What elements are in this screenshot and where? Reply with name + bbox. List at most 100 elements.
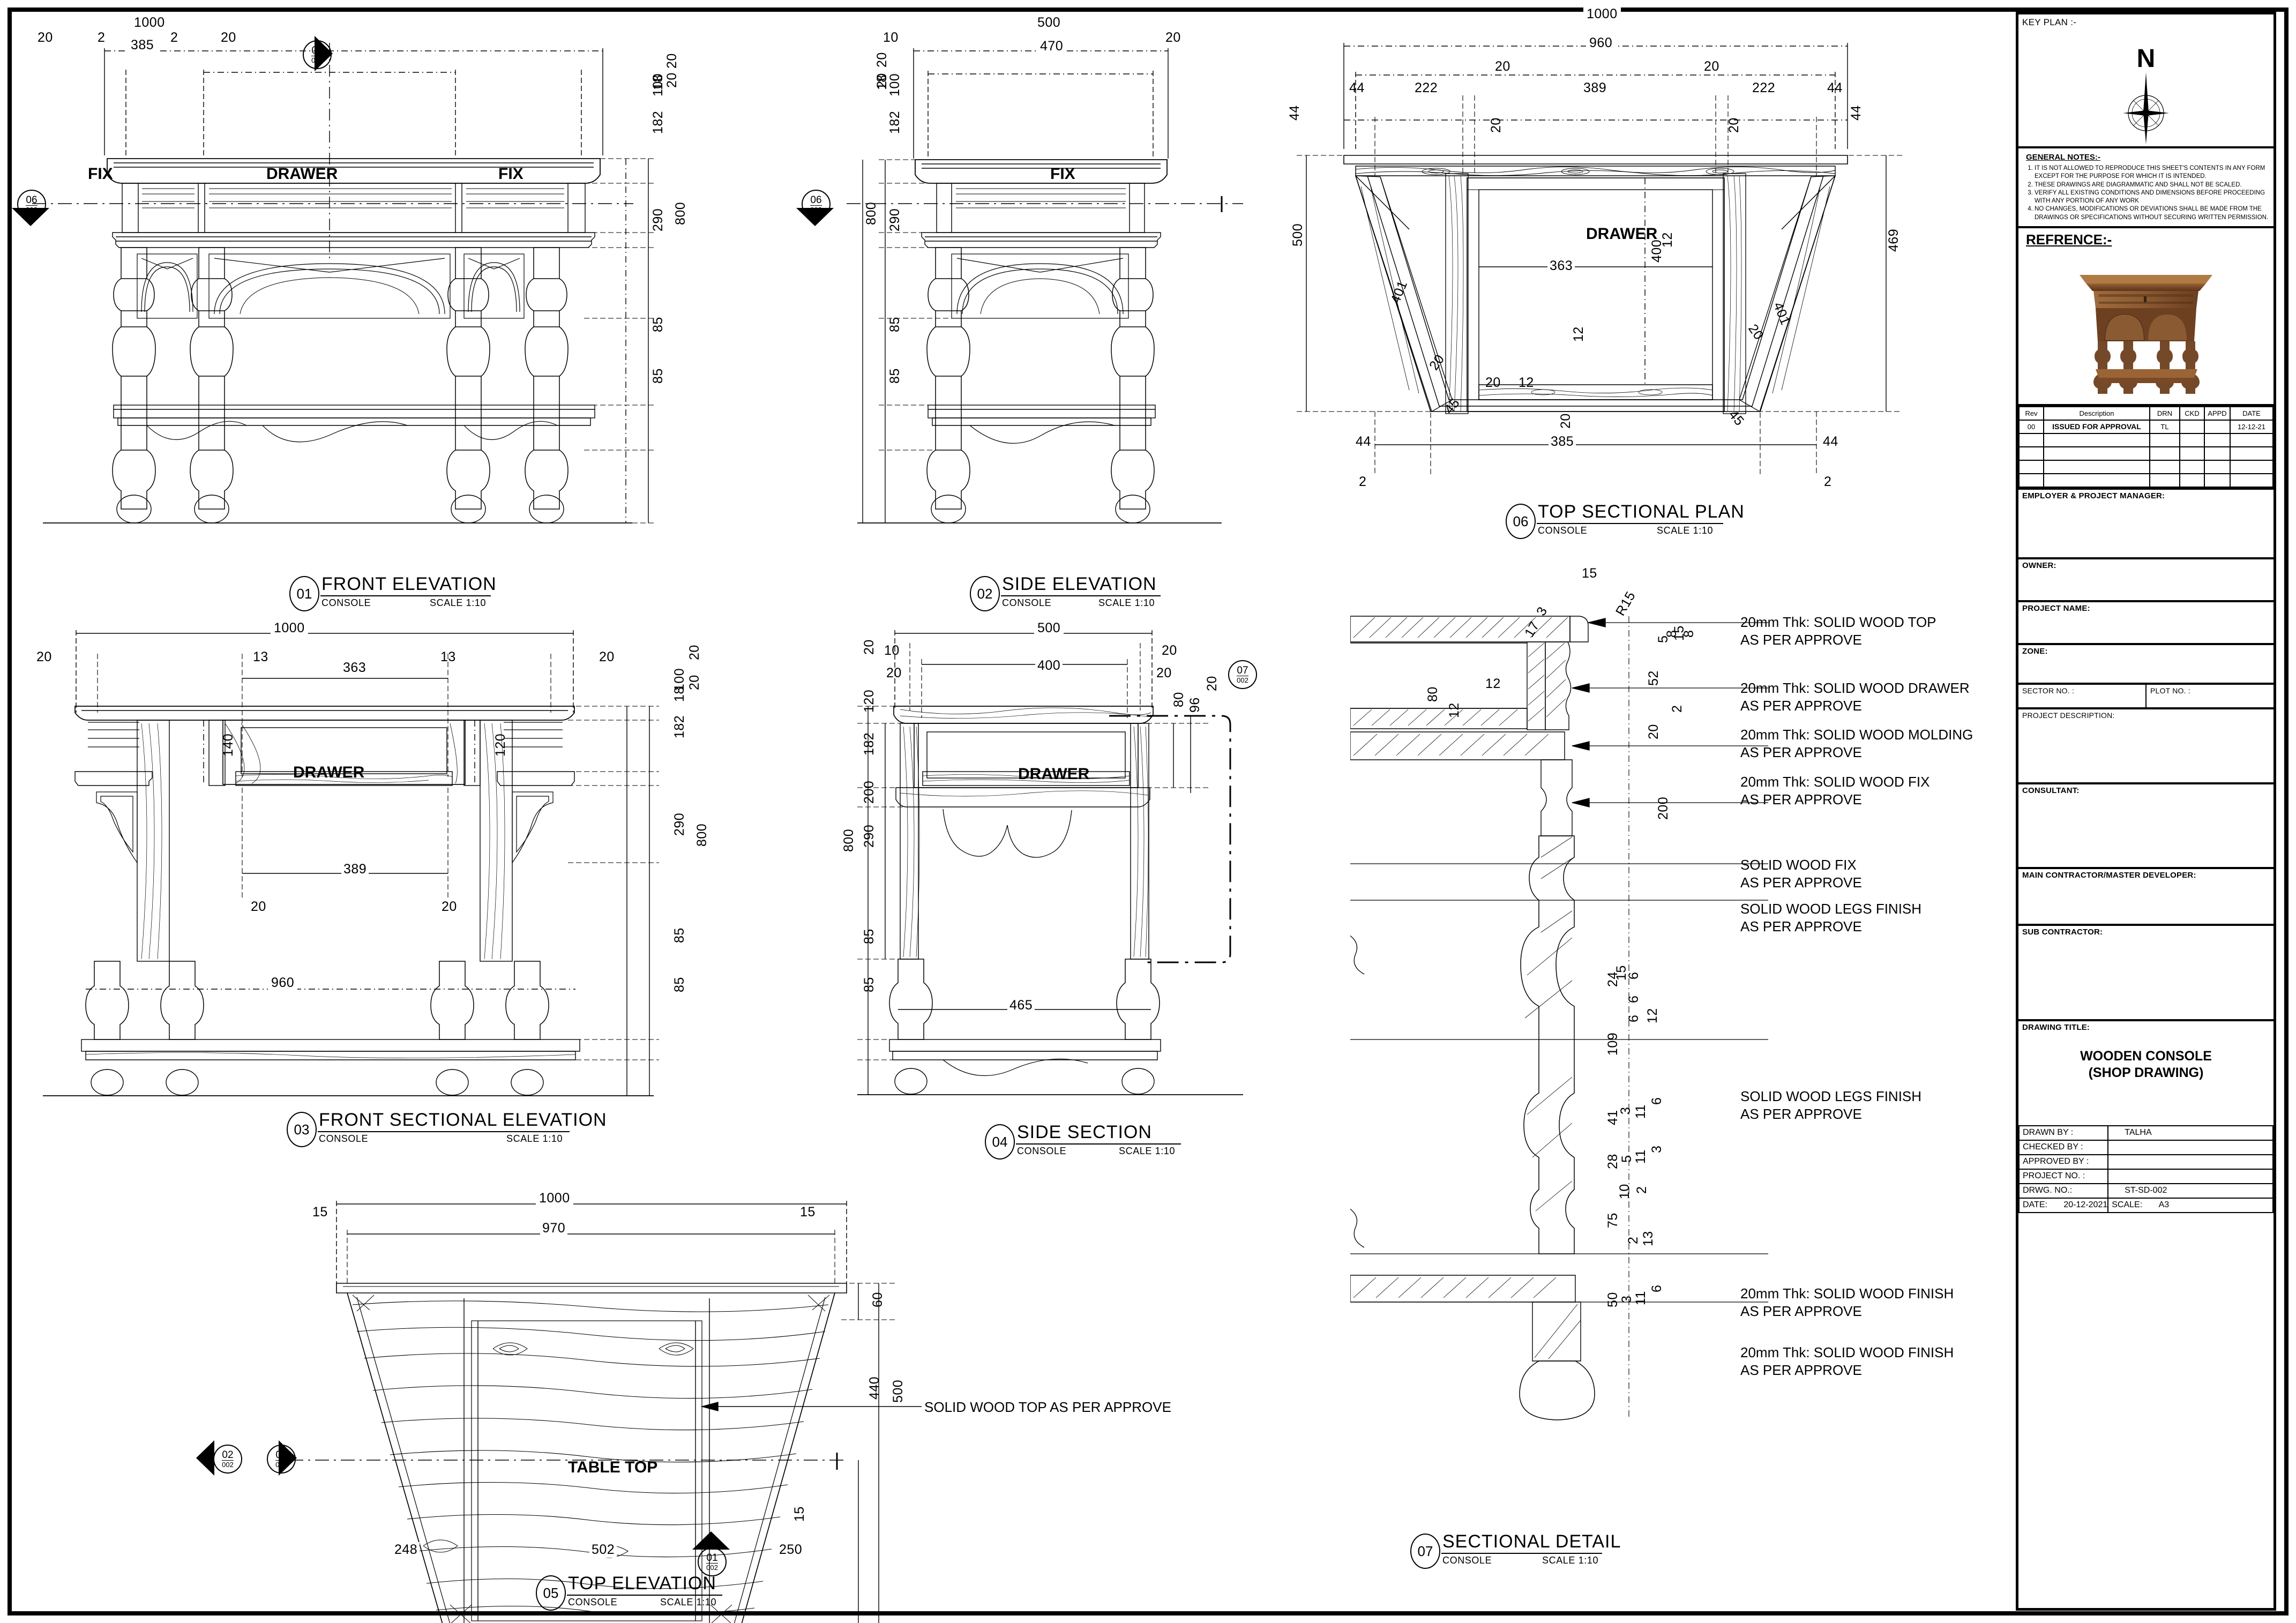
scale-label: SCALE: — [2112, 1200, 2143, 1210]
view-scale-02: SCALE 1:10 — [1098, 597, 1155, 608]
date-label-text: DATE: — [2023, 1200, 2047, 1210]
dim-v03-13-l: 13 — [253, 649, 268, 664]
view-bubble-07: 07 — [1410, 1534, 1440, 1569]
annotation-8: 20mm Thk: SOLID WOOD FINISH AS PER APPRO… — [1740, 1285, 1954, 1321]
rev-0-desc: ISSUED FOR APPROVAL — [2043, 419, 2150, 434]
rev-3-date — [2230, 459, 2273, 474]
annotation-5-line2: AS PER APPROVE — [1740, 874, 1862, 891]
view-bubble-03: 03 — [287, 1112, 317, 1147]
dim-v03-20-b2: 20 — [442, 899, 457, 914]
plot-no-label: PLOT NO. : — [2150, 686, 2190, 695]
dim-v07-15-top: 15 — [1582, 566, 1597, 581]
rev-3-appd — [2204, 459, 2231, 474]
dim-v07-12c: 12 — [1645, 1008, 1660, 1023]
view-sub-03: CONSOLE — [319, 1133, 369, 1144]
dim-v03-13-r: 13 — [440, 649, 456, 664]
rev-1-drn — [2149, 432, 2180, 447]
dim-v02-290: 290 — [887, 208, 902, 231]
svg-text:N: N — [2137, 44, 2156, 73]
drawing-title-line1: WOODEN CONSOLE — [2080, 1048, 2212, 1064]
rev-col-ckd: CKD — [2179, 406, 2205, 421]
dim-v01-385: 385 — [128, 38, 158, 53]
dim-v06-44-br: 44 — [1823, 434, 1838, 449]
dim-v04-20-r1: 20 — [1162, 643, 1177, 658]
annotation-3-line2: AS PER APPROVE — [1740, 744, 1862, 761]
annotation-1: 20mm Thk: SOLID WOOD TOP AS PER APPROVE — [1740, 614, 1936, 649]
scale-value[interactable]: A3 — [2158, 1200, 2170, 1210]
dim-v07-13: 13 — [1641, 1231, 1656, 1246]
sector-no-label: SECTOR NO. : — [2022, 686, 2075, 695]
rev-3-rev — [2018, 459, 2044, 474]
dim-v02-800: 800 — [864, 201, 879, 225]
sub-contractor-label: SUB CONTRACTOR: — [2022, 927, 2103, 937]
dim-v07-6d: 6 — [1649, 1097, 1664, 1105]
drawing-title-field: DRAWING TITLE: WOODEN CONSOLE (SHOP DRAW… — [2018, 1021, 2273, 1125]
view-01-front-elevation-geometry — [32, 43, 654, 523]
drawn-by-value[interactable]: TALHA — [2107, 1125, 2273, 1141]
label-fix-left: FIX — [88, 165, 113, 183]
rev-2-drn — [2149, 446, 2180, 461]
reference-photo — [2066, 250, 2226, 394]
dim-v06-2-br: 2 — [1824, 474, 1832, 489]
rev-2-rev — [2018, 446, 2044, 461]
employer-field: EMPLOYER & PROJECT MANAGER: — [2018, 490, 2273, 559]
annotation-2-line2: AS PER APPROVE — [1740, 698, 1862, 714]
dim-v06-44-lv: 44 — [1287, 105, 1302, 121]
view-sub-07: CONSOLE — [1442, 1555, 1492, 1566]
dim-v06-469: 469 — [1886, 228, 1901, 252]
annotation-4-line1: 20mm Thk: SOLID WOOD FIX — [1740, 774, 1930, 790]
checked-by-label: CHECKED BY : — [2018, 1139, 2109, 1155]
date-value[interactable]: 20-12-2021 — [2063, 1200, 2108, 1210]
general-note-1: IT IS NOT ALLOWED TO REPRODUCE THIS SHEE… — [2035, 164, 2269, 181]
dim-v07-5b: 5 — [1619, 1155, 1634, 1163]
note-top-view: SOLID WOOD TOP AS PER APPROVE — [924, 1399, 1171, 1415]
approved-by-value[interactable] — [2107, 1154, 2273, 1170]
rev-col-desc: Description — [2043, 406, 2150, 421]
rev-4-appd — [2204, 473, 2231, 488]
view-scale-01: SCALE 1:10 — [430, 597, 487, 608]
dim-v06-12c: 12 — [1519, 375, 1534, 390]
project-description-field: PROJECT DESCRIPTION: — [2018, 709, 2273, 784]
annotation-6-line1: SOLID WOOD LEGS FINISH — [1740, 901, 1922, 917]
project-no-value[interactable] — [2107, 1168, 2273, 1184]
dim-v02-470: 470 — [1037, 39, 1067, 54]
reference-heading: REFRENCE:- — [2026, 231, 2112, 248]
rev-4-drn — [2149, 473, 2180, 488]
drwg-no-value[interactable]: ST-SD-002 — [2107, 1183, 2273, 1199]
dim-v03-290: 290 — [672, 812, 687, 836]
dim-v07-6e: 6 — [1649, 1284, 1664, 1292]
dim-v06-500: 500 — [1290, 223, 1305, 246]
dim-v07-6b: 6 — [1626, 995, 1641, 1003]
drawn-by-label: DRAWN BY : — [2018, 1125, 2109, 1141]
dim-v07-3b: 3 — [1618, 1106, 1633, 1115]
key-plan-label: KEY PLAN :- — [2022, 17, 2077, 27]
table-row: DATE: 20-12-2021 SCALE: A3 — [2018, 1197, 2273, 1213]
dim-v07-20a: 20 — [1646, 724, 1661, 739]
dim-v06-960: 960 — [1586, 35, 1616, 51]
dim-v01-20-right: 20 — [221, 30, 236, 45]
zone-field: ZONE: — [2018, 645, 2273, 685]
view-sub-02: CONSOLE — [1002, 597, 1052, 608]
dim-v06-222-l: 222 — [1415, 80, 1438, 95]
dim-v07-3c: 3 — [1649, 1145, 1664, 1153]
checked-by-value[interactable] — [2107, 1139, 2273, 1155]
rev-1-ckd — [2179, 432, 2205, 447]
dim-v05-440: 440 — [867, 1376, 882, 1400]
sector-plot-row: SECTOR NO. : PLOT NO. : — [2018, 684, 2273, 709]
dim-v01-20b: 20 — [664, 72, 679, 88]
dim-v07-75: 75 — [1605, 1213, 1620, 1228]
annotation-5: SOLID WOOD FIX AS PER APPROVE — [1740, 856, 1862, 892]
dim-v06-20-12: 20 — [1485, 375, 1501, 390]
dim-v02-500: 500 — [1034, 15, 1064, 31]
dim-v03-20-b1: 20 — [251, 899, 266, 914]
rev-3-desc — [2043, 459, 2150, 474]
sub-contractor-field: SUB CONTRACTOR: — [2018, 926, 2273, 1021]
